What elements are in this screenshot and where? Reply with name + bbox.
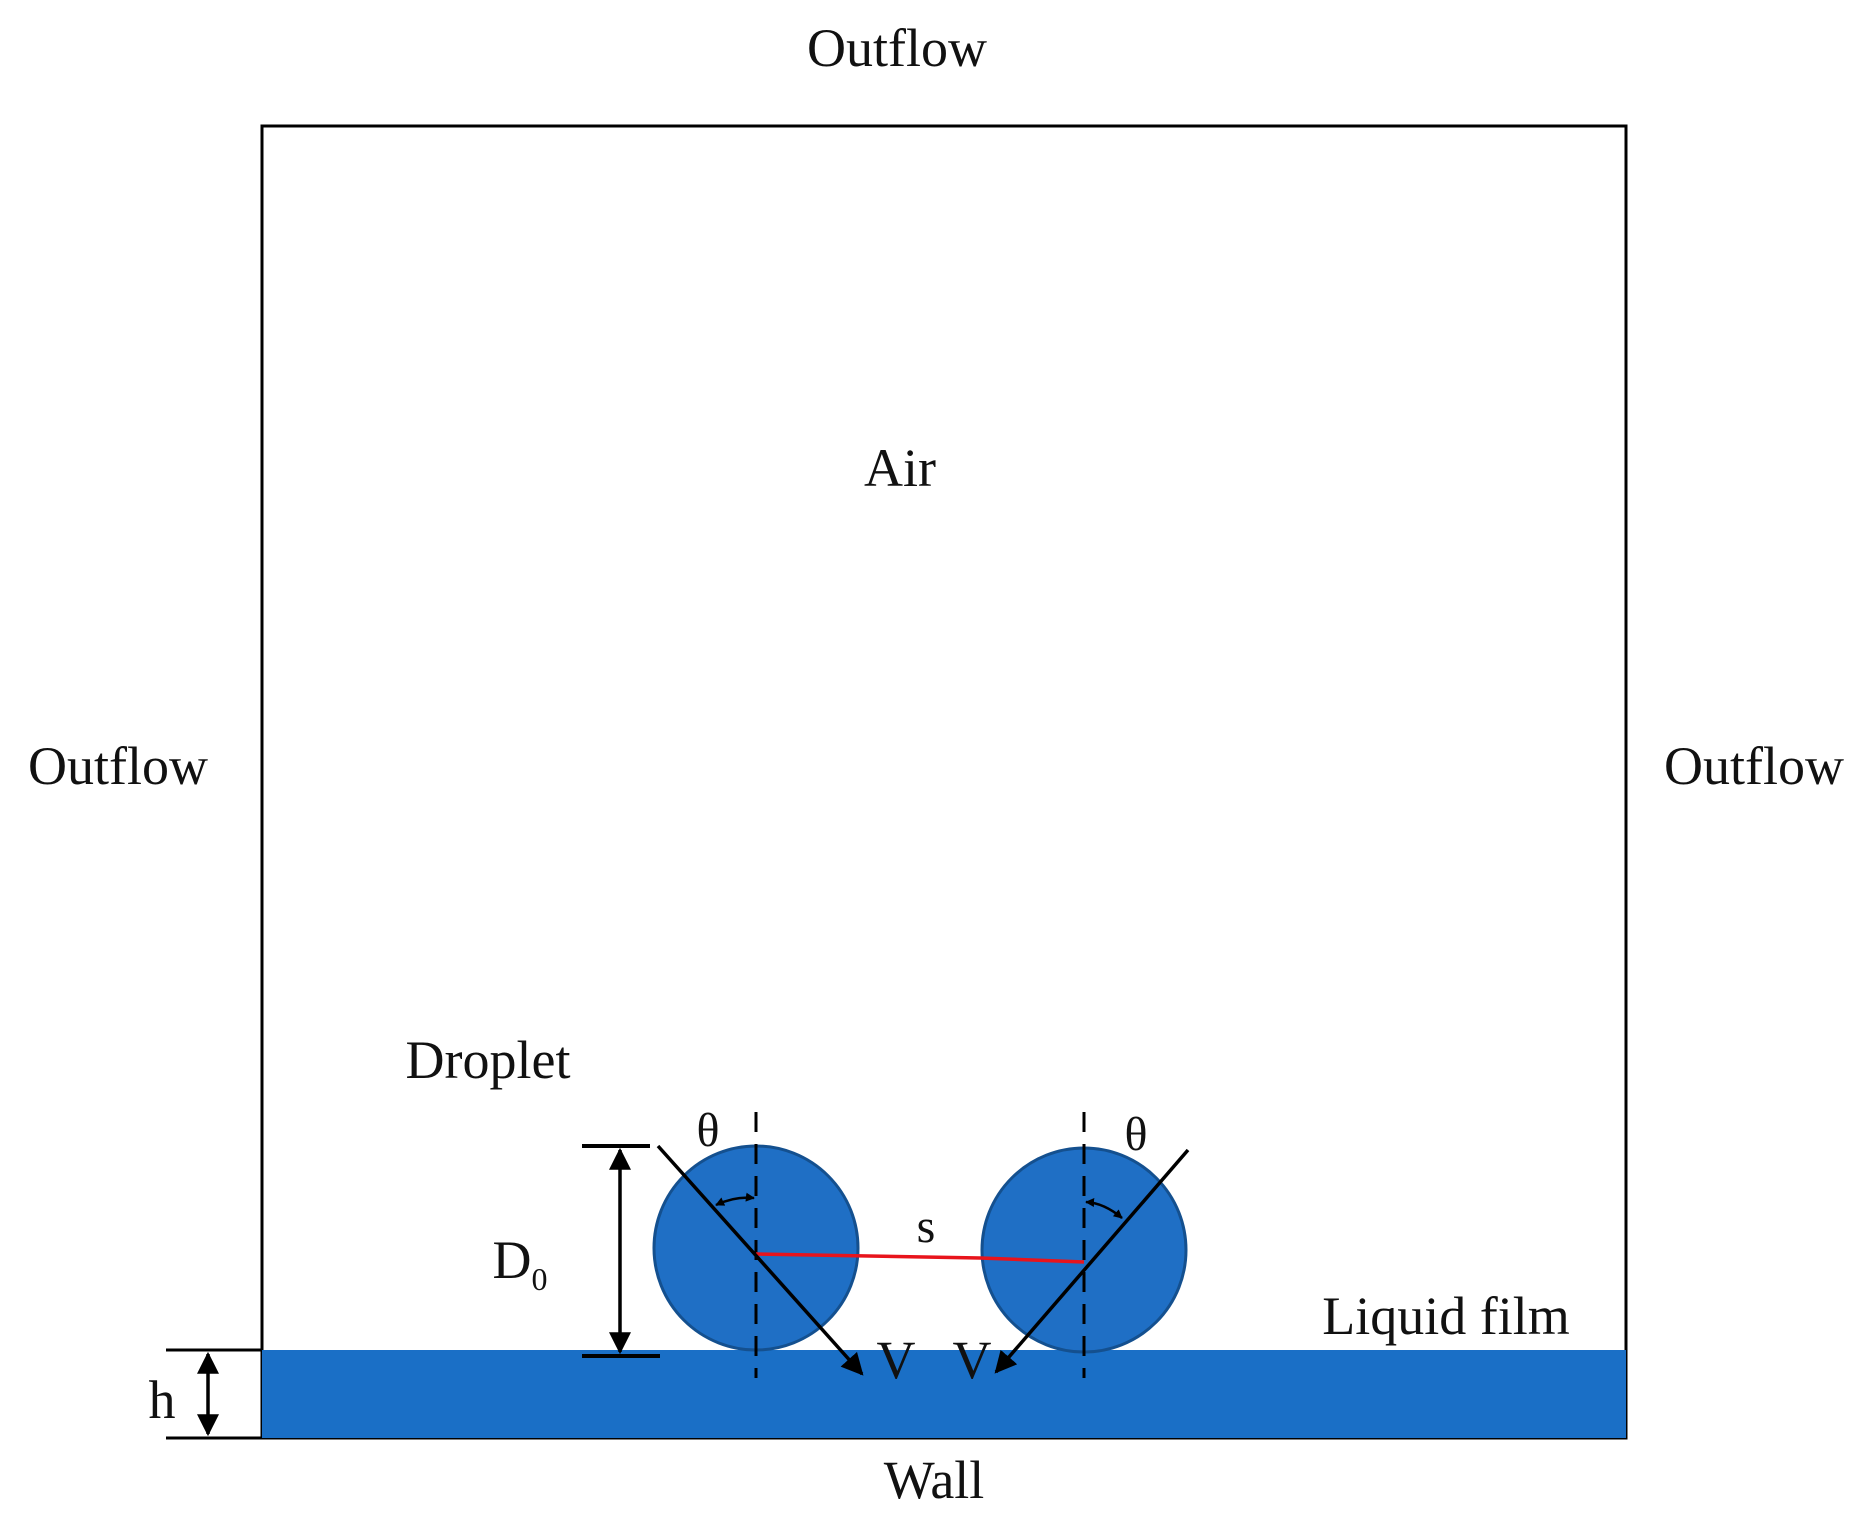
diameter-label: D0 bbox=[493, 1230, 548, 1297]
theta-left-label: θ bbox=[697, 1104, 720, 1157]
spacing-label: s bbox=[917, 1200, 936, 1253]
droplet-label: Droplet bbox=[406, 1030, 571, 1090]
film-thickness-label: h bbox=[149, 1370, 176, 1430]
air-label: Air bbox=[864, 438, 936, 498]
outflow-top-label: Outflow bbox=[807, 18, 987, 78]
velocity-arrow-left bbox=[656, 1144, 864, 1376]
diameter-label-base: D bbox=[493, 1230, 532, 1290]
wall-label: Wall bbox=[884, 1450, 985, 1510]
diameter-label-subscript: 0 bbox=[532, 1261, 548, 1297]
theta-arc-left bbox=[715, 1192, 755, 1207]
velocity-left-label: V bbox=[877, 1330, 916, 1390]
outflow-left-label: Outflow bbox=[28, 736, 208, 796]
theta-right-label: θ bbox=[1125, 1108, 1148, 1161]
velocity-arrow-right bbox=[994, 1148, 1190, 1374]
liquid-film-layer bbox=[262, 1350, 1626, 1438]
domain-boundary bbox=[260, 124, 1628, 1440]
spacing-line bbox=[755, 1252, 1085, 1264]
theta-arc-right bbox=[1085, 1197, 1123, 1219]
liquid-film-label: Liquid film bbox=[1322, 1286, 1569, 1346]
outflow-right-label: Outflow bbox=[1664, 736, 1844, 796]
velocity-right-label: V bbox=[953, 1330, 992, 1390]
